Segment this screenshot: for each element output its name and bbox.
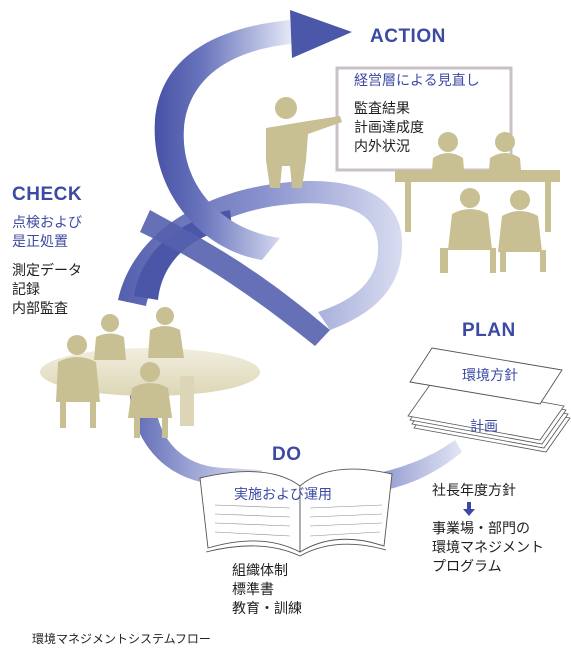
do-title: DO — [272, 444, 302, 465]
plan-item: 環境マネジメント — [432, 540, 544, 556]
do-item: 標準書 — [232, 582, 274, 598]
plan-title: PLAN — [462, 320, 516, 341]
action-items: 監査結果 計画達成度 内外状況 — [354, 100, 424, 157]
check-item: 記録 — [12, 282, 40, 298]
plan-items: 事業場・部門の 環境マネジメント プログラム — [432, 520, 544, 577]
check-meeting-figures — [40, 307, 260, 438]
action-item: 内外状況 — [354, 139, 410, 155]
action-item: 計画達成度 — [354, 120, 424, 136]
check-subtitle: 点検および 是正処置 — [12, 214, 82, 252]
check-item: 測定データ — [12, 263, 82, 279]
plan-sheet-policy-label: 環境方針 — [462, 368, 518, 384]
plan-item: プログラム — [432, 559, 502, 575]
check-title: CHECK — [12, 184, 83, 205]
check-subtitle-line: 是正処置 — [12, 234, 68, 250]
spiral-arrow-head — [290, 10, 352, 58]
do-book-label: 実施および運用 — [234, 487, 332, 503]
action-item: 監査結果 — [354, 101, 410, 117]
check-items: 測定データ 記録 内部監査 — [12, 262, 82, 319]
spiral-ribbon-cross — [140, 210, 330, 346]
action-subtitle: 経営層による見直し — [354, 73, 480, 89]
presenter-figure — [266, 97, 342, 188]
diagram-caption: 環境マネジメントシステムフロー — [32, 632, 211, 646]
plan-stacked-sheets — [407, 347, 571, 453]
action-box — [335, 66, 513, 172]
action-meeting-figures — [395, 132, 560, 273]
do-item: 組織体制 — [232, 563, 288, 579]
spiral-ribbon-bottom — [129, 360, 262, 486]
plan-item: 事業場・部門の — [432, 521, 530, 537]
plan-policy-label: 社長年度方針 — [432, 483, 516, 499]
plan-sheet-plan-label: 計画 — [470, 419, 498, 435]
spiral-ribbon-upper — [154, 20, 292, 260]
do-open-book — [199, 468, 393, 557]
plan-policy-sheet — [409, 347, 563, 405]
check-subtitle-line: 点検および — [12, 215, 82, 231]
do-item: 教育・訓練 — [232, 601, 302, 617]
do-items: 組織体制 標準書 教育・訓練 — [232, 562, 302, 619]
check-item: 内部監査 — [12, 301, 68, 317]
action-title: ACTION — [370, 26, 446, 47]
down-arrow-icon — [463, 502, 475, 516]
